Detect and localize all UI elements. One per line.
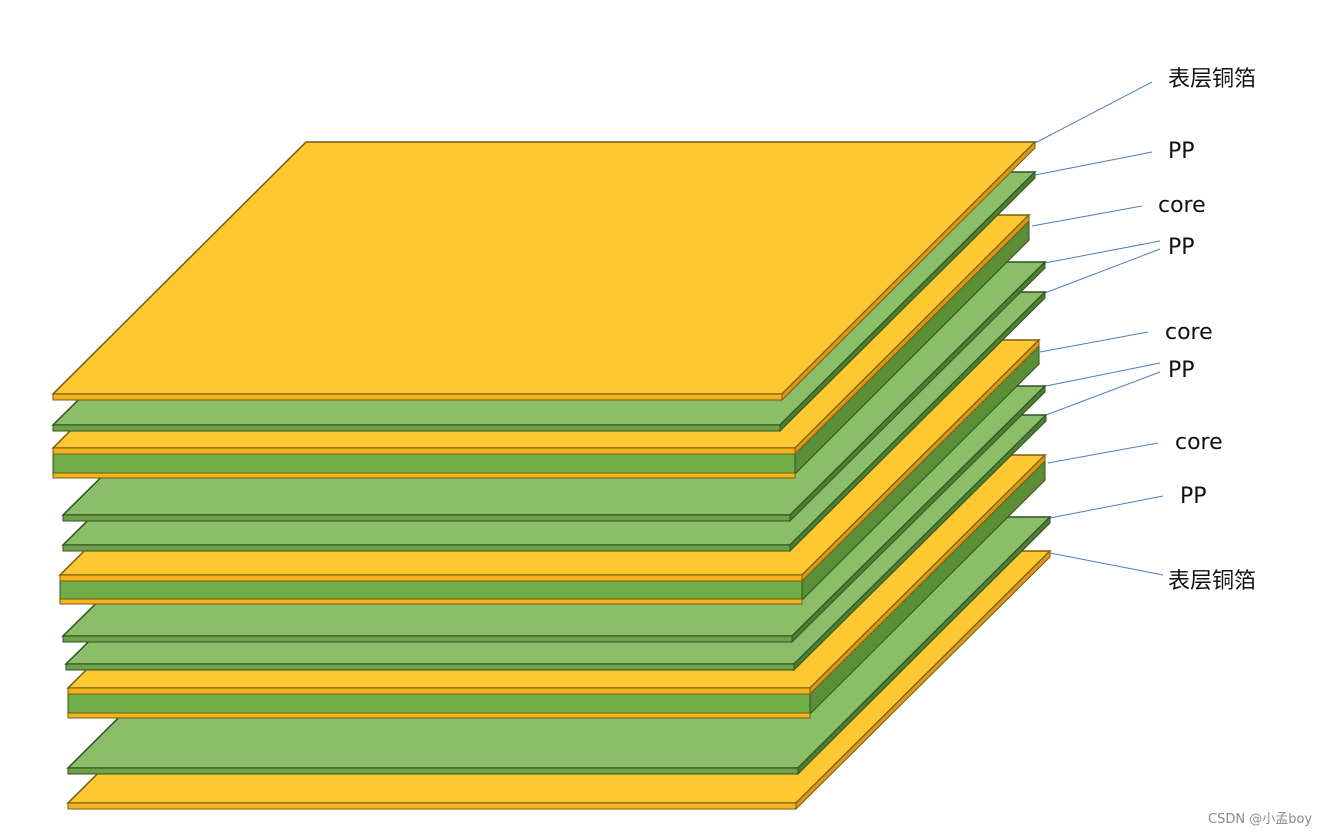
leader-line-pp-1	[1034, 151, 1153, 176]
label-pp-4: PP	[1180, 484, 1207, 509]
label-copper-bottom: 表层铜箔	[1168, 569, 1256, 594]
leader-line-pp-3b	[1045, 371, 1161, 416]
label-pp-3: PP	[1168, 358, 1195, 383]
leader-line-pp-4	[1049, 495, 1164, 519]
label-core-1: core	[1158, 193, 1206, 218]
leader-lines	[1031, 81, 1164, 576]
leader-line-pp-2a	[1044, 240, 1161, 264]
label-core-2: core	[1165, 320, 1213, 345]
label-pp-1: PP	[1168, 139, 1195, 164]
layer-top-copper-foil	[51, 140, 1037, 402]
leader-line-copper-bottom	[1049, 552, 1164, 576]
leader-line-copper-top	[1034, 81, 1153, 144]
label-copper-top: 表层铜箔	[1168, 67, 1256, 92]
leader-line-core-2	[1039, 331, 1149, 353]
label-pp-2: PP	[1168, 235, 1195, 260]
leader-line-core-3	[1047, 442, 1159, 464]
label-core-3: core	[1175, 430, 1223, 455]
leader-line-core-1	[1031, 205, 1143, 227]
watermark: CSDN @小孟boy	[1208, 812, 1312, 827]
leader-line-pp-2b	[1044, 248, 1161, 294]
leader-line-pp-3a	[1045, 362, 1161, 387]
